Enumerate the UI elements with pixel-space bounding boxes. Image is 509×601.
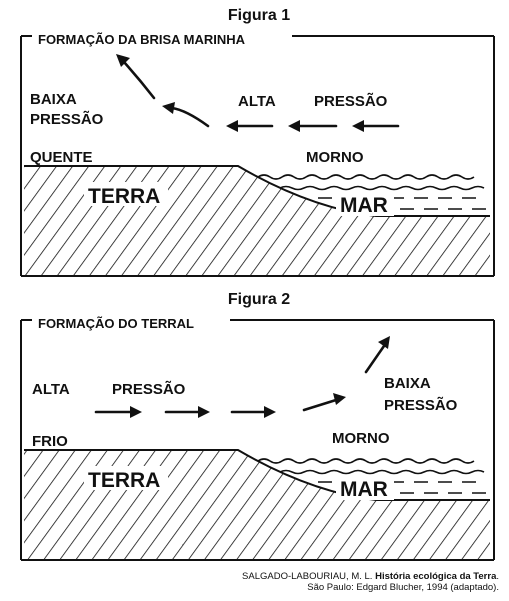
- low-pressure-line1: BAIXA: [30, 91, 77, 108]
- sea-temp-label: MORNO: [332, 430, 390, 447]
- land-label: TERRA: [88, 185, 160, 208]
- arrow-right-to-left-icon: [352, 120, 400, 132]
- credit-author: SALGADO-LABOURIAU, M. L.: [242, 571, 373, 582]
- arrow-rising-right-icon: [302, 393, 346, 412]
- figure-1: Figura 1 FORMAÇÃO DA BRISA MARINHA: [20, 7, 495, 277]
- sea-temp-label: MORNO: [306, 149, 364, 166]
- arrow-rising-left-icon: [162, 102, 210, 128]
- wind-arrows-2: [94, 336, 390, 418]
- land-label-backdrop: [84, 466, 168, 490]
- sea-label: MAR: [340, 194, 388, 217]
- arrow-left-to-right-icon: [94, 406, 142, 418]
- wind-arrows-1: [116, 54, 400, 132]
- credit-line-1: SALGADO-LABOURIAU, M. L. História ecológ…: [242, 571, 499, 582]
- low-pressure-line2: PRESSÃO: [384, 396, 458, 414]
- figure-1-title: Figura 1: [228, 7, 290, 24]
- low-pressure-line2: PRESSÃO: [30, 110, 104, 128]
- arrow-up-left-icon: [116, 54, 156, 100]
- arrow-right-to-left-icon: [226, 120, 274, 132]
- credit-line-2: São Paulo: Edgard Blucher, 1994 (adaptad…: [307, 582, 499, 593]
- figure-2-title: Figura 2: [228, 291, 290, 308]
- land-label-backdrop: [84, 182, 168, 206]
- arrow-left-to-right-icon: [164, 406, 210, 418]
- land-label: TERRA: [88, 469, 160, 492]
- source-credit: SALGADO-LABOURIAU, M. L. História ecológ…: [242, 571, 499, 593]
- land-temp-label: QUENTE: [30, 149, 93, 166]
- pressure-label: PRESSÃO: [112, 380, 186, 398]
- sea-label: MAR: [340, 478, 388, 501]
- figure-2: Figura 2 FORMAÇÃO DO TERRAL: [20, 291, 495, 561]
- arrow-left-to-right-icon: [230, 406, 276, 418]
- sea-label-backdrop: [336, 192, 394, 216]
- low-pressure-line1: BAIXA: [384, 375, 431, 392]
- land-temp-label: FRIO: [32, 433, 68, 450]
- figure-1-header: FORMAÇÃO DA BRISA MARINHA: [38, 32, 246, 47]
- high-label: ALTA: [32, 381, 70, 398]
- arrow-right-to-left-icon: [288, 120, 338, 132]
- high-label: ALTA: [238, 93, 276, 110]
- credit-work: História ecológica da Terra: [375, 571, 497, 582]
- arrow-up-right-icon: [364, 336, 390, 374]
- sea-label-backdrop: [336, 476, 394, 500]
- pressure-label: PRESSÃO: [314, 92, 388, 110]
- figure-2-header: FORMAÇÃO DO TERRAL: [38, 316, 194, 331]
